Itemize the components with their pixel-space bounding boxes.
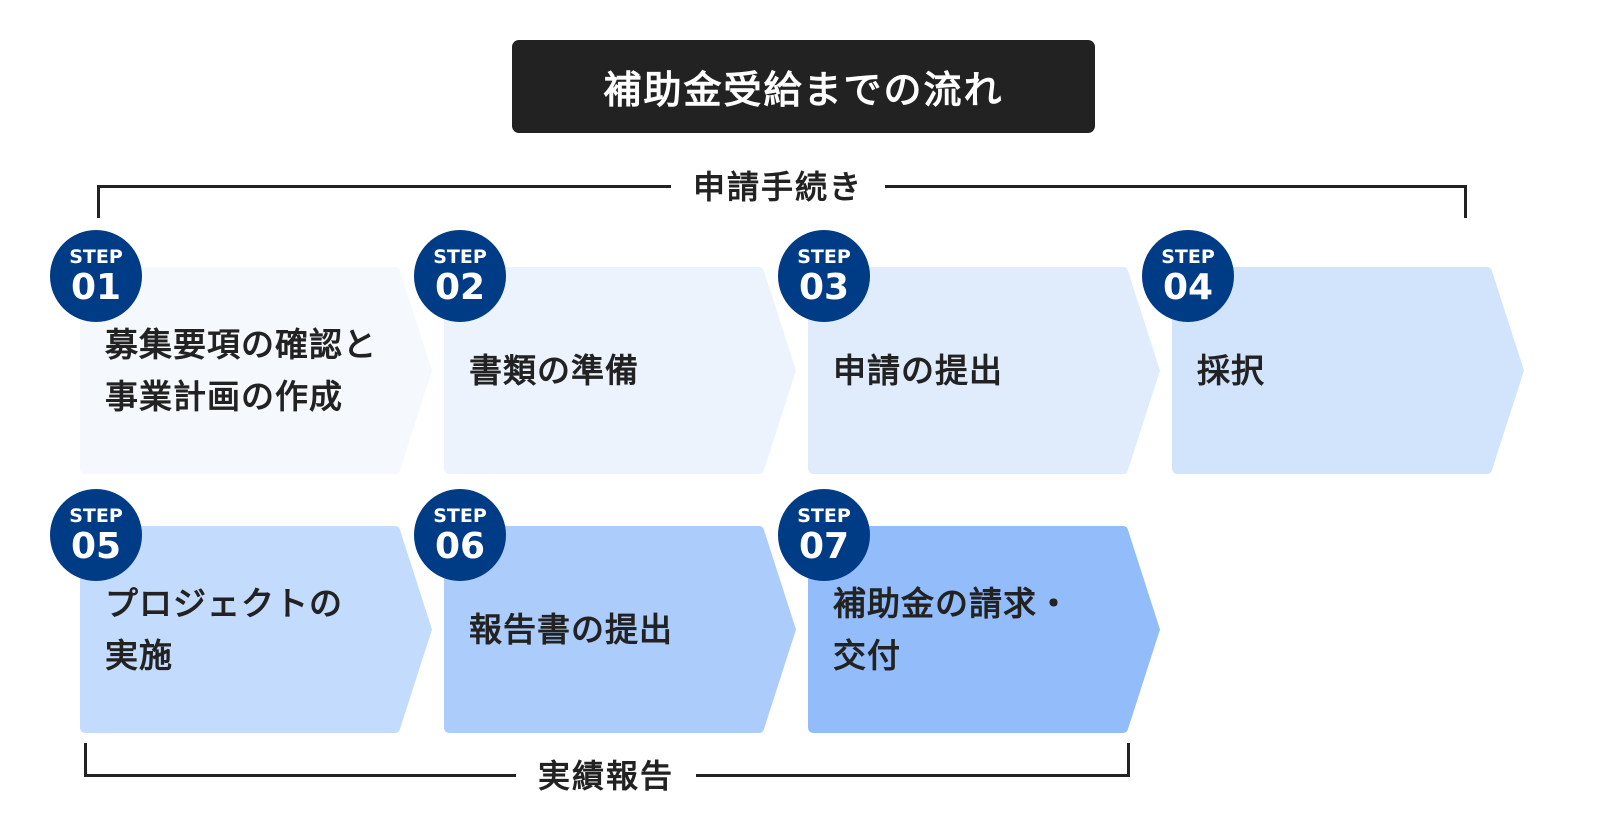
step-arrow-shape [808,526,1160,733]
step-04: 採択 STEP 04 [1142,230,1527,474]
step-arrow-shape [1172,267,1524,474]
step-arrow-shape [80,267,432,474]
step-arrow-shape [444,267,796,474]
step-arrow-shape [444,526,796,733]
step-label-line1: 補助金の請求・ [833,583,1071,623]
step-label: 申請の提出 [833,267,1123,474]
step-badge-number: 07 [798,526,850,567]
step-label-line1: 書類の準備 [469,350,639,390]
step-badge: STEP 03 [778,230,870,322]
step-badge-prefix: STEP [797,505,851,527]
step-label-line1: 採択 [1197,350,1265,390]
report-group-label: 実績報告 [516,756,697,796]
step-arrow-shape [80,526,432,733]
step-label-line2: 交付 [833,635,901,675]
step-06: 報告書の提出 STEP 06 [414,489,799,733]
step-label-line2: 事業計画の作成 [105,376,343,416]
application-group-label: 申請手続き [671,167,886,207]
step-badge: STEP 01 [50,230,142,322]
step-badge-prefix: STEP [1161,246,1215,268]
step-badge: STEP 06 [414,489,506,581]
step-label: 補助金の請求・ 交付 [833,526,1123,733]
step-badge: STEP 04 [1142,230,1234,322]
step-badge-number: 05 [70,526,122,567]
step-badge: STEP 05 [50,489,142,581]
step-badge-number: 02 [434,267,486,308]
step-badge-number: 03 [798,267,850,308]
step-label-line1: 報告書の提出 [469,609,673,649]
step-label-line1: プロジェクトの [105,583,343,623]
step-badge-prefix: STEP [69,505,123,527]
step-label-line2: 実施 [105,635,173,675]
step-badge-prefix: STEP [433,505,487,527]
page-title: 補助金受給までの流れ [603,68,1004,112]
step-05: プロジェクトの 実施 STEP 05 [50,489,435,733]
step-arrow-shape [808,267,1160,474]
step-badge: STEP 02 [414,230,506,322]
step-label: 募集要項の確認と 事業計画の作成 [105,267,395,474]
step-07: 補助金の請求・ 交付 STEP 07 [778,489,1163,733]
step-label-line1: 募集要項の確認と [105,324,377,364]
step-label: 採択 [1197,267,1487,474]
step-label: プロジェクトの 実施 [105,526,395,733]
step-label: 報告書の提出 [469,526,759,733]
step-01: 募集要項の確認と 事業計画の作成 STEP 01 [50,230,435,474]
step-badge-number: 01 [70,267,122,308]
step-badge-number: 06 [434,526,486,567]
step-label: 書類の準備 [469,267,759,474]
step-badge-number: 04 [1162,267,1214,308]
step-badge-prefix: STEP [69,246,123,268]
step-badge: STEP 07 [778,489,870,581]
step-badge-prefix: STEP [797,246,851,268]
step-label-line1: 申請の提出 [833,350,1003,390]
step-03: 申請の提出 STEP 03 [778,230,1163,474]
step-02: 書類の準備 STEP 02 [414,230,799,474]
step-badge-prefix: STEP [433,246,487,268]
title-banner: 補助金受給までの流れ [512,40,1095,133]
